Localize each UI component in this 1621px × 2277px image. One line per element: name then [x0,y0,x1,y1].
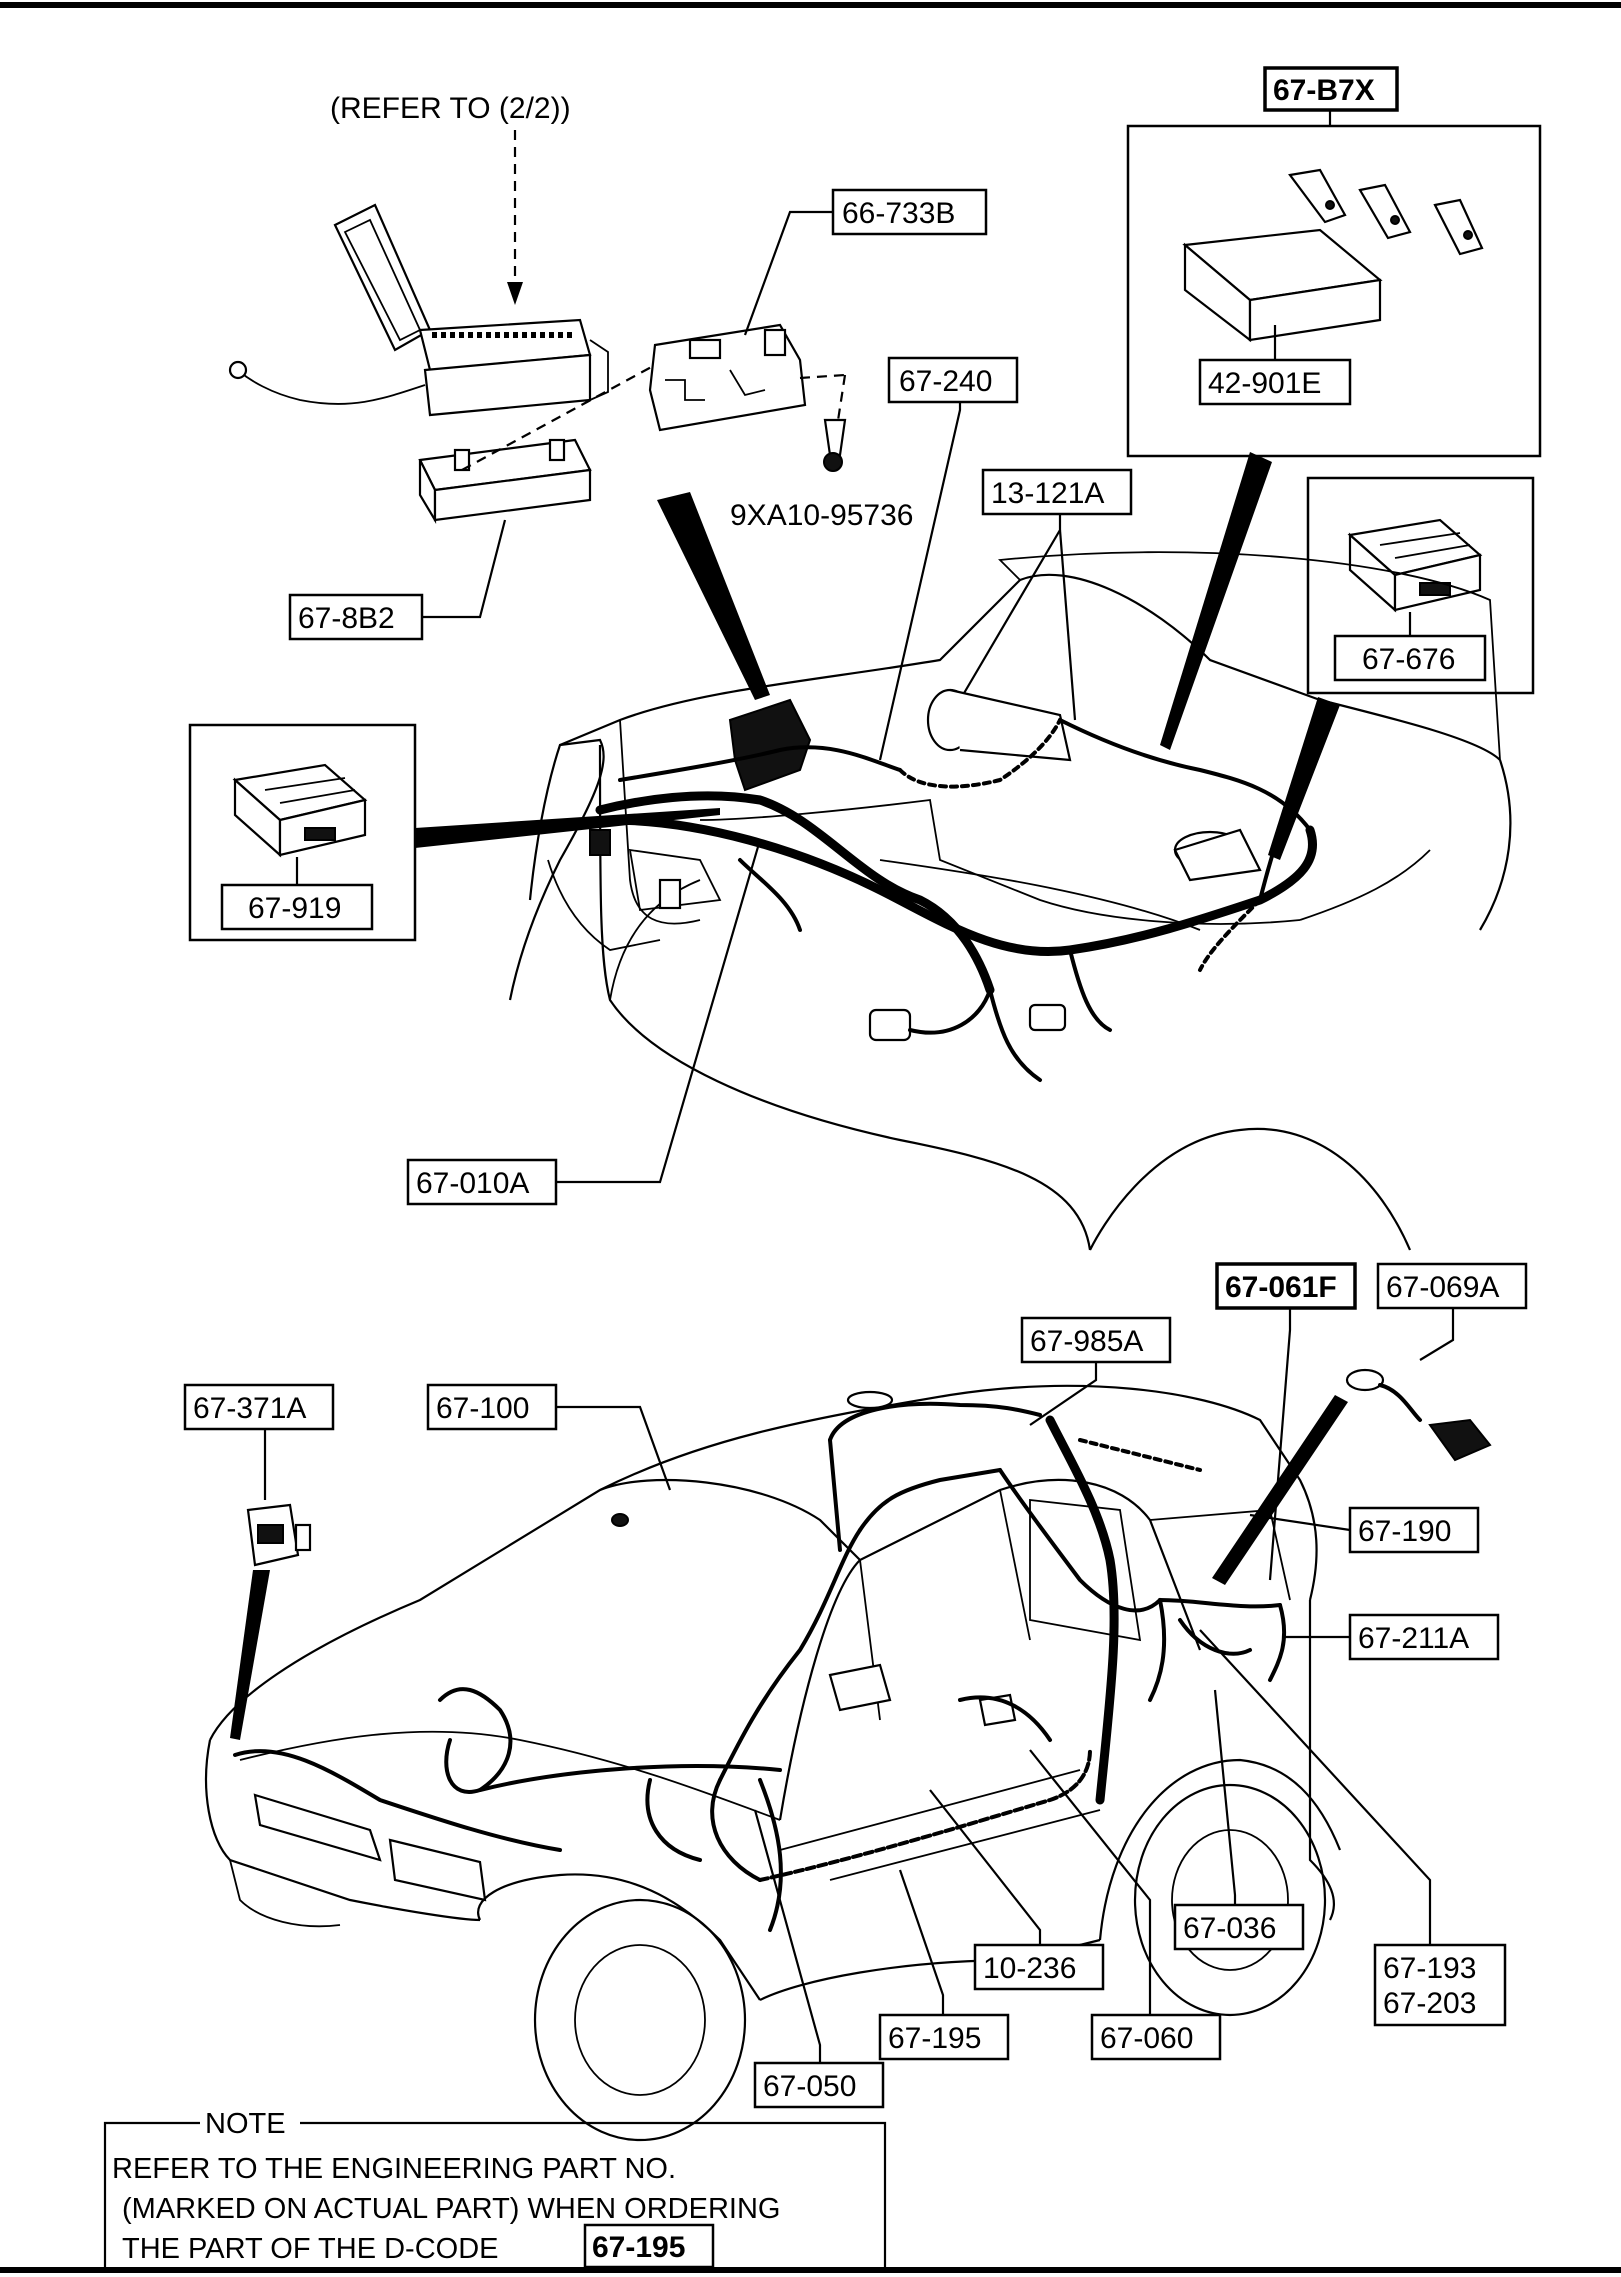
leader-67-069A [1419,1308,1455,1361]
suv-harness [233,1401,1287,1932]
connector-676-illustration [1347,518,1483,613]
label-box-67-211A [1348,1613,1500,1661]
part-label-67-240: 67-240 [899,365,992,398]
part-label-67-985A: 67-985A [1030,1325,1143,1358]
part-label-10-236: 10-236 [983,1952,1076,1985]
leader-67-195 [898,1869,945,2015]
pointer-to-42-901E [1160,452,1272,750]
label-box-67-010A [406,1158,558,1206]
label-box-67-069A [1376,1262,1528,1310]
refer-label: (REFER TO (2/2)) [330,92,571,125]
leader-67-010A [556,839,762,1184]
part-label-67-050: 67-050 [763,2070,856,2103]
part-label-67-B7X: 67-B7X [1273,74,1375,107]
pointer-to-relay-block [657,492,770,700]
suv-vehicle-illustration [204,1384,1342,2142]
label-box-67-676 [1333,634,1487,682]
part-label-67-919: 67-919 [248,892,341,925]
pointer-to-67-371A [230,1570,270,1740]
part-label-13-121A: 13-121A [991,477,1104,510]
screw-icon [823,418,847,472]
label-box-67-036 [1173,1903,1305,1951]
note-line-3: THE PART OF THE D-CODE [122,2233,499,2265]
part-label-67-061F: 67-061F [1225,1271,1337,1304]
leader-13-121A-b [1058,529,1077,721]
leader-67-050 [753,1809,822,2063]
part-label-67-010A: 67-010A [416,1167,529,1200]
part-label-67-193: 67-193 [1383,1952,1476,1985]
label-box-67-371A [183,1383,335,1431]
engine-components-illustration [589,688,1262,1042]
leader-67-061F [1268,1308,1292,1581]
part-label-67-195: 67-195 [888,2022,981,2055]
leader-67-985A [1029,1362,1098,1426]
pointer-to-67-919 [415,808,720,848]
note-line-1: REFER TO THE ENGINEERING PART NO. [112,2153,676,2185]
note-title: NOTE [205,2108,286,2140]
label-box-67-193-203 [1373,1943,1507,2027]
part-label-67-211A: 67-211A [1358,1622,1469,1655]
note-line-2: (MARKED ON ACTUAL PART) WHEN ORDERING [122,2193,780,2225]
part-label-67-190: 67-190 [1358,1515,1451,1548]
leader-10-236 [929,1789,1042,1945]
label-box-67-240 [887,356,1019,404]
pointer-to-67-676 [1268,697,1340,860]
refer-arrowhead [507,282,523,305]
part-label-42-901E: 42-901E [1208,367,1321,400]
part-label-67-100: 67-100 [436,1392,529,1425]
leader-13-121A-a [959,514,1062,701]
part-label-67-8B2: 67-8B2 [298,602,395,635]
label-box-67-8B2 [288,593,424,641]
fuse-box-illustration [228,203,609,417]
pointer-to-67-069A [1212,1395,1348,1585]
note-box: NOTE REFER TO THE ENGINEERING PART NO. (… [103,2108,887,2269]
leader-67-193 [1199,1629,1432,1945]
part-label-67-371A: 67-371A [193,1392,306,1425]
label-box-67-985A [1020,1316,1172,1364]
label-box-13-121A [981,468,1133,516]
terminal-clips-illustration [1288,168,1484,256]
engine-bay-harness [595,718,1318,1082]
leader-67-036 [1213,1689,1237,1905]
label-box-67-919 [220,883,374,931]
leader-67-060 [1029,1749,1152,2015]
engine-bay-vehicle-illustration [508,551,1512,1251]
bracket-illustration [648,323,847,441]
label-box-67-061F [1215,1262,1357,1310]
label-box-67-060 [1090,2013,1222,2061]
leader-66-733B [743,210,833,336]
note-code: 67-195 [592,2231,685,2264]
leader-67-8B2 [422,519,507,619]
sensor-069A-illustration [1345,1368,1492,1462]
part-label-67-203: 67-203 [1383,1987,1476,2020]
leader-67-240 [878,402,962,761]
note-code-box [583,2223,715,2269]
part-label-67-060: 67-060 [1100,2022,1193,2055]
label-box-67-195 [878,2013,1010,2061]
relay-block-illustration [418,438,592,524]
connector-cover-illustration [1182,228,1383,343]
part-label-67-676: 67-676 [1362,643,1455,676]
label-box-67-050 [753,2061,885,2109]
label-box-42-901E [1198,358,1352,406]
label-box-67-190 [1348,1506,1480,1554]
label-box-67-B7X [1263,66,1399,112]
part-label-67-069A: 67-069A [1386,1271,1499,1304]
relay-dashed-line [461,364,656,471]
switch-371A-illustration [246,1503,312,1567]
part-label-67-036: 67-036 [1183,1912,1276,1945]
connector-919-illustration [232,763,368,858]
leader-67-190 [1249,1513,1351,1532]
label-box-67-100 [426,1383,558,1431]
part-label-66-733B: 66-733B [842,197,955,230]
screw-part-label: 9XA10-95736 [730,499,914,532]
leader-67-100 [556,1405,672,1491]
